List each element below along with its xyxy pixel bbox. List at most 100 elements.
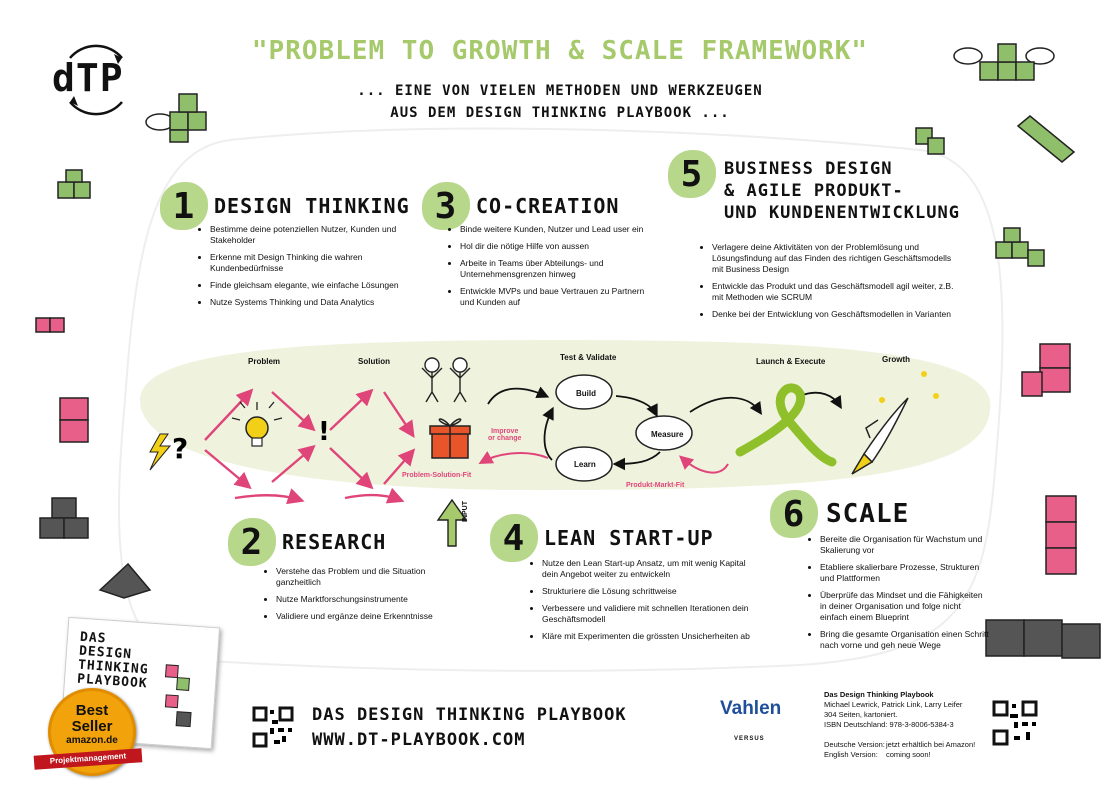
exclamation-mark: !: [318, 417, 330, 447]
qr-code-left-icon: [252, 706, 294, 748]
lightning-icon: [149, 433, 172, 471]
section-4-title: LEAN START-UP: [544, 526, 714, 550]
qr-code-right-icon: [992, 700, 1038, 746]
section-5-title-line-3: UND KUNDENENTWICKLUNG: [724, 203, 960, 223]
list-item: Strukturiere die Lösung schrittweise: [542, 586, 760, 597]
list-item: Etabliere skalierbare Prozesse, Struktur…: [820, 562, 990, 584]
book-info-en-row: English Version: coming soon!: [824, 750, 984, 760]
list-item: Überprüfe das Mindset und die Fähigkeite…: [820, 590, 990, 623]
improve-line-2: or change: [488, 435, 522, 442]
section-5-title-line-2: & AGILE PRODUKT-: [724, 181, 904, 201]
section-2-list: Verstehe das Problem und die Situation g…: [262, 566, 456, 628]
section-2-header: 2 RESEARCH: [228, 518, 386, 566]
arrow: [383, 448, 416, 485]
en-label: English Version:: [824, 750, 878, 759]
list-item: Binde weitere Kunden, Nutzer und Lead us…: [460, 224, 650, 235]
section-6-list: Bereite die Organisation für Wachstum un…: [806, 534, 990, 657]
gift-icon: [429, 418, 471, 459]
publisher-logo: Vahlen: [720, 698, 782, 719]
measure-node: [635, 415, 693, 451]
list-item: Finde gleichsam elegante, wie einfache L…: [210, 280, 400, 291]
arrow: [487, 386, 550, 405]
flow-label-growth: Growth: [882, 355, 910, 364]
arrow: [615, 395, 658, 418]
section-3-number: 3: [422, 182, 470, 230]
section-6-title: SCALE: [826, 499, 910, 529]
list-item: Entwickle MVPs und baue Vertrauen zu Par…: [460, 286, 650, 308]
arrow: [383, 391, 415, 438]
arrow: [689, 396, 762, 415]
section-5-header: 5 BUSINESS DESIGN & AGILE PRODUKT- UND K…: [668, 150, 960, 224]
list-item: Validiere und ergänze deine Erkenntnisse: [276, 611, 456, 622]
subtitle-line-2: AUS DEM DESIGN THINKING PLAYBOOK ...: [390, 105, 730, 121]
section-2-number: 2: [228, 518, 276, 566]
section-1-number: 1: [160, 182, 208, 230]
flow-label-solution: Solution: [358, 357, 390, 366]
list-item: Bestimme deine potenziellen Nutzer, Kund…: [210, 224, 400, 246]
list-item: Nutze Systems Thinking und Data Analytic…: [210, 297, 400, 308]
people-icon: [421, 357, 471, 403]
arrow: [329, 388, 374, 431]
list-item: Kläre mit Experimenten die grössten Unsi…: [542, 631, 760, 642]
section-4-list: Nutze den Lean Start-up Ansatz, um mit w…: [528, 558, 760, 648]
arrow: [204, 449, 252, 490]
book-info-pages: 304 Seiten, kartoniert.: [824, 710, 898, 719]
question-mark: ?: [172, 432, 188, 465]
list-item: Verlagere deine Aktivitäten von der Prob…: [712, 242, 962, 275]
section-5-number: 5: [668, 150, 716, 198]
bestseller-line-2: Seller: [71, 718, 113, 735]
flow-label-test-validate: Test & Validate: [560, 353, 617, 362]
footer-book-title: DAS DESIGN THINKING PLAYBOOK: [312, 705, 627, 725]
flow-label-problem: Problem: [248, 357, 281, 366]
versus-logo: VERSUS: [734, 736, 765, 742]
book-info-de-row: Deutsche Version: jetzt erhältlich bei A…: [824, 740, 984, 750]
arrow: [271, 391, 316, 432]
list-item: Bring die gesamte Organisation einen Sch…: [820, 629, 990, 651]
learn-node: [555, 446, 613, 482]
arrow: [542, 406, 554, 461]
improve-label: Improve or change: [488, 428, 521, 442]
logo-cycle-icon: [69, 44, 123, 116]
list-item: Verstehe das Problem und die Situation g…: [276, 566, 456, 588]
section-4-header: 4 LEAN START-UP: [490, 514, 714, 562]
section-2-title: RESEARCH: [282, 530, 387, 554]
gray-cubes: [39, 497, 1101, 659]
arrow: [204, 388, 254, 441]
section-5-title: BUSINESS DESIGN & AGILE PRODUKT- UND KUN…: [724, 158, 960, 224]
dtp-logo: dTP: [52, 56, 124, 100]
book-title: DAS DESIGN THINKING PLAYBOOK: [77, 630, 151, 692]
list-item: Nutze Marktforschungsinstrumente: [276, 594, 456, 605]
page-subtitle: ... EINE VON VIELEN METHODEN UND WERKZEU…: [300, 80, 820, 124]
green-cubes-right: [915, 115, 1076, 267]
section-5-list: Verlagere deine Aktivitäten von der Prob…: [698, 242, 962, 326]
build-node: [555, 374, 613, 410]
list-item: Verbessere und validiere mit schnellen I…: [542, 603, 760, 625]
section-6-header: 6 SCALE: [770, 490, 909, 538]
section-3-list: Binde weitere Kunden, Nutzer und Lead us…: [446, 224, 650, 314]
arrow: [478, 451, 549, 464]
footer-url[interactable]: WWW.DT-PLAYBOOK.COM: [312, 730, 526, 750]
arrow: [612, 451, 661, 471]
en-value: coming soon!: [886, 750, 931, 759]
arrow: [271, 444, 316, 483]
section-5-title-line-1: BUSINESS DESIGN: [724, 159, 893, 179]
arrow: [679, 455, 729, 474]
section-3-title: CO-CREATION: [476, 194, 620, 218]
list-item: Bereite die Organisation für Wachstum un…: [820, 534, 990, 556]
build-label: Build: [576, 389, 596, 398]
rocket-icon: [851, 397, 909, 475]
flying-cube-right: [953, 43, 1055, 81]
product-market-fit-label: Produkt-Markt-Fit: [626, 482, 685, 489]
arrow: [234, 488, 305, 505]
bestseller-amazon: amazon.de: [66, 735, 118, 746]
problem-solution-arrows: [204, 388, 416, 505]
learn-label: Learn: [574, 460, 596, 469]
section-1-title: DESIGN THINKING: [214, 194, 410, 218]
list-item: Erkenne mit Design Thinking die wahren K…: [210, 252, 400, 274]
list-item: Arbeite in Teams über Abteilungs- und Un…: [460, 258, 650, 280]
flying-cube-left: [145, 93, 207, 143]
de-value: jetzt erhältlich bei Amazon!: [886, 740, 976, 749]
book-cover: DAS DESIGN THINKING PLAYBOOK: [59, 616, 221, 750]
